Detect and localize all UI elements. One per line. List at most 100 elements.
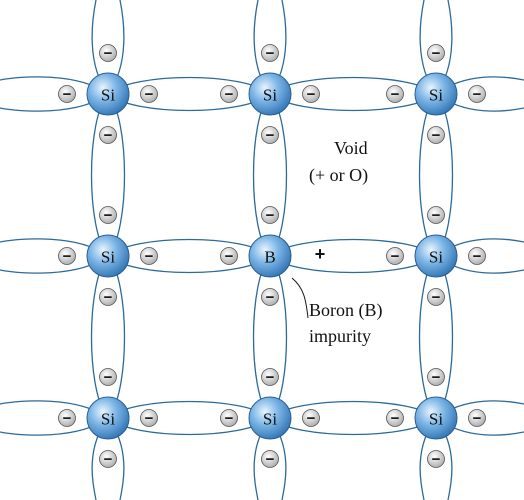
electron-shell [58, 409, 76, 427]
boron-label: Boron (B) [309, 300, 383, 321]
electron-shell [302, 409, 320, 427]
electron-shell [386, 247, 404, 265]
electron: − [427, 126, 445, 144]
electron-symbol: − [63, 86, 72, 103]
hole-symbol: + [315, 244, 326, 264]
electron: − [386, 85, 404, 103]
electron: − [99, 44, 117, 62]
electron-shell [427, 368, 445, 386]
electron: − [58, 85, 76, 103]
electron-symbol: − [104, 45, 113, 62]
bond-vertical [418, 255, 454, 419]
electron-shell [99, 368, 117, 386]
electron-shell [220, 247, 238, 265]
electron-symbol: − [307, 86, 316, 103]
electron-shell [427, 288, 445, 306]
bond-vertical [90, 93, 126, 257]
electron: − [386, 409, 404, 427]
electron-symbol: − [391, 86, 400, 103]
electron-symbol: − [473, 86, 482, 103]
silicon-atom: Si [86, 72, 130, 116]
electron-symbol: − [104, 127, 113, 144]
electron-shell [386, 409, 404, 427]
electron: − [140, 85, 158, 103]
silicon-atom: Si [86, 234, 130, 278]
electron-shell [427, 450, 445, 468]
electron-shell [386, 85, 404, 103]
electron-symbol: − [391, 410, 400, 427]
electron-shell [468, 85, 486, 103]
atom-label: Si [429, 248, 443, 267]
electron: − [302, 409, 320, 427]
electron: − [140, 247, 158, 265]
electron-shell [468, 409, 486, 427]
atom-core [248, 234, 292, 278]
atom-label: Si [263, 410, 277, 429]
atom-core [86, 234, 130, 278]
atom-label: Si [101, 410, 115, 429]
boron-leader-line [291, 277, 309, 319]
silicon-atom: Si [414, 396, 458, 440]
electron: − [302, 85, 320, 103]
electron: − [220, 247, 238, 265]
electron-symbol: − [145, 248, 154, 265]
electron-symbol: − [266, 127, 275, 144]
electron: − [427, 288, 445, 306]
electron-shell [261, 44, 279, 62]
electron-symbol: − [104, 207, 113, 224]
electron-symbol: − [432, 207, 441, 224]
electron: − [427, 44, 445, 62]
electron-symbol: − [225, 248, 234, 265]
electron-shell [220, 409, 238, 427]
electron: − [468, 85, 486, 103]
silicon-atom: Si [248, 72, 292, 116]
electron: − [140, 409, 158, 427]
atom-core [248, 396, 292, 440]
electron-shell [140, 409, 158, 427]
atom-core [414, 396, 458, 440]
electron: − [427, 450, 445, 468]
electron-shell [140, 247, 158, 265]
atom-core [414, 234, 458, 278]
electron: − [261, 450, 279, 468]
electron: − [58, 247, 76, 265]
electron-shell [427, 126, 445, 144]
electron-symbol: − [104, 289, 113, 306]
electron-shell [99, 288, 117, 306]
electron-symbol: − [225, 86, 234, 103]
atom-core [414, 72, 458, 116]
electron: − [220, 85, 238, 103]
bond-vertical [252, 93, 288, 257]
electron-symbol: − [266, 207, 275, 224]
atom-core [248, 72, 292, 116]
electron: − [468, 247, 486, 265]
electron: − [99, 288, 117, 306]
atom-core [86, 72, 130, 116]
electron-symbol: − [145, 86, 154, 103]
electron: − [427, 368, 445, 386]
electron-symbol: − [473, 410, 482, 427]
atom-label: Si [429, 86, 443, 105]
atom-label: Si [101, 86, 115, 105]
electron-shell [140, 85, 158, 103]
bond-vertical [252, 255, 288, 419]
electron: − [261, 44, 279, 62]
electron-symbol: − [145, 410, 154, 427]
bond-horizontal [107, 400, 271, 436]
bond-horizontal [269, 238, 437, 274]
atom-label: B [264, 248, 275, 267]
electron-shell [468, 247, 486, 265]
void-label-detail: (+ or O) [309, 165, 368, 186]
electron-symbol: − [432, 45, 441, 62]
silicon-atom: Si [414, 234, 458, 278]
electron-shell [427, 44, 445, 62]
electron-shell [58, 85, 76, 103]
bond-horizontal [107, 238, 271, 274]
electron-symbol: − [432, 127, 441, 144]
electron-shell [99, 206, 117, 224]
electron: − [261, 206, 279, 224]
electron-symbol: − [63, 248, 72, 265]
electron-symbol: − [391, 248, 400, 265]
electron-symbol: − [225, 410, 234, 427]
electron: − [261, 368, 279, 386]
